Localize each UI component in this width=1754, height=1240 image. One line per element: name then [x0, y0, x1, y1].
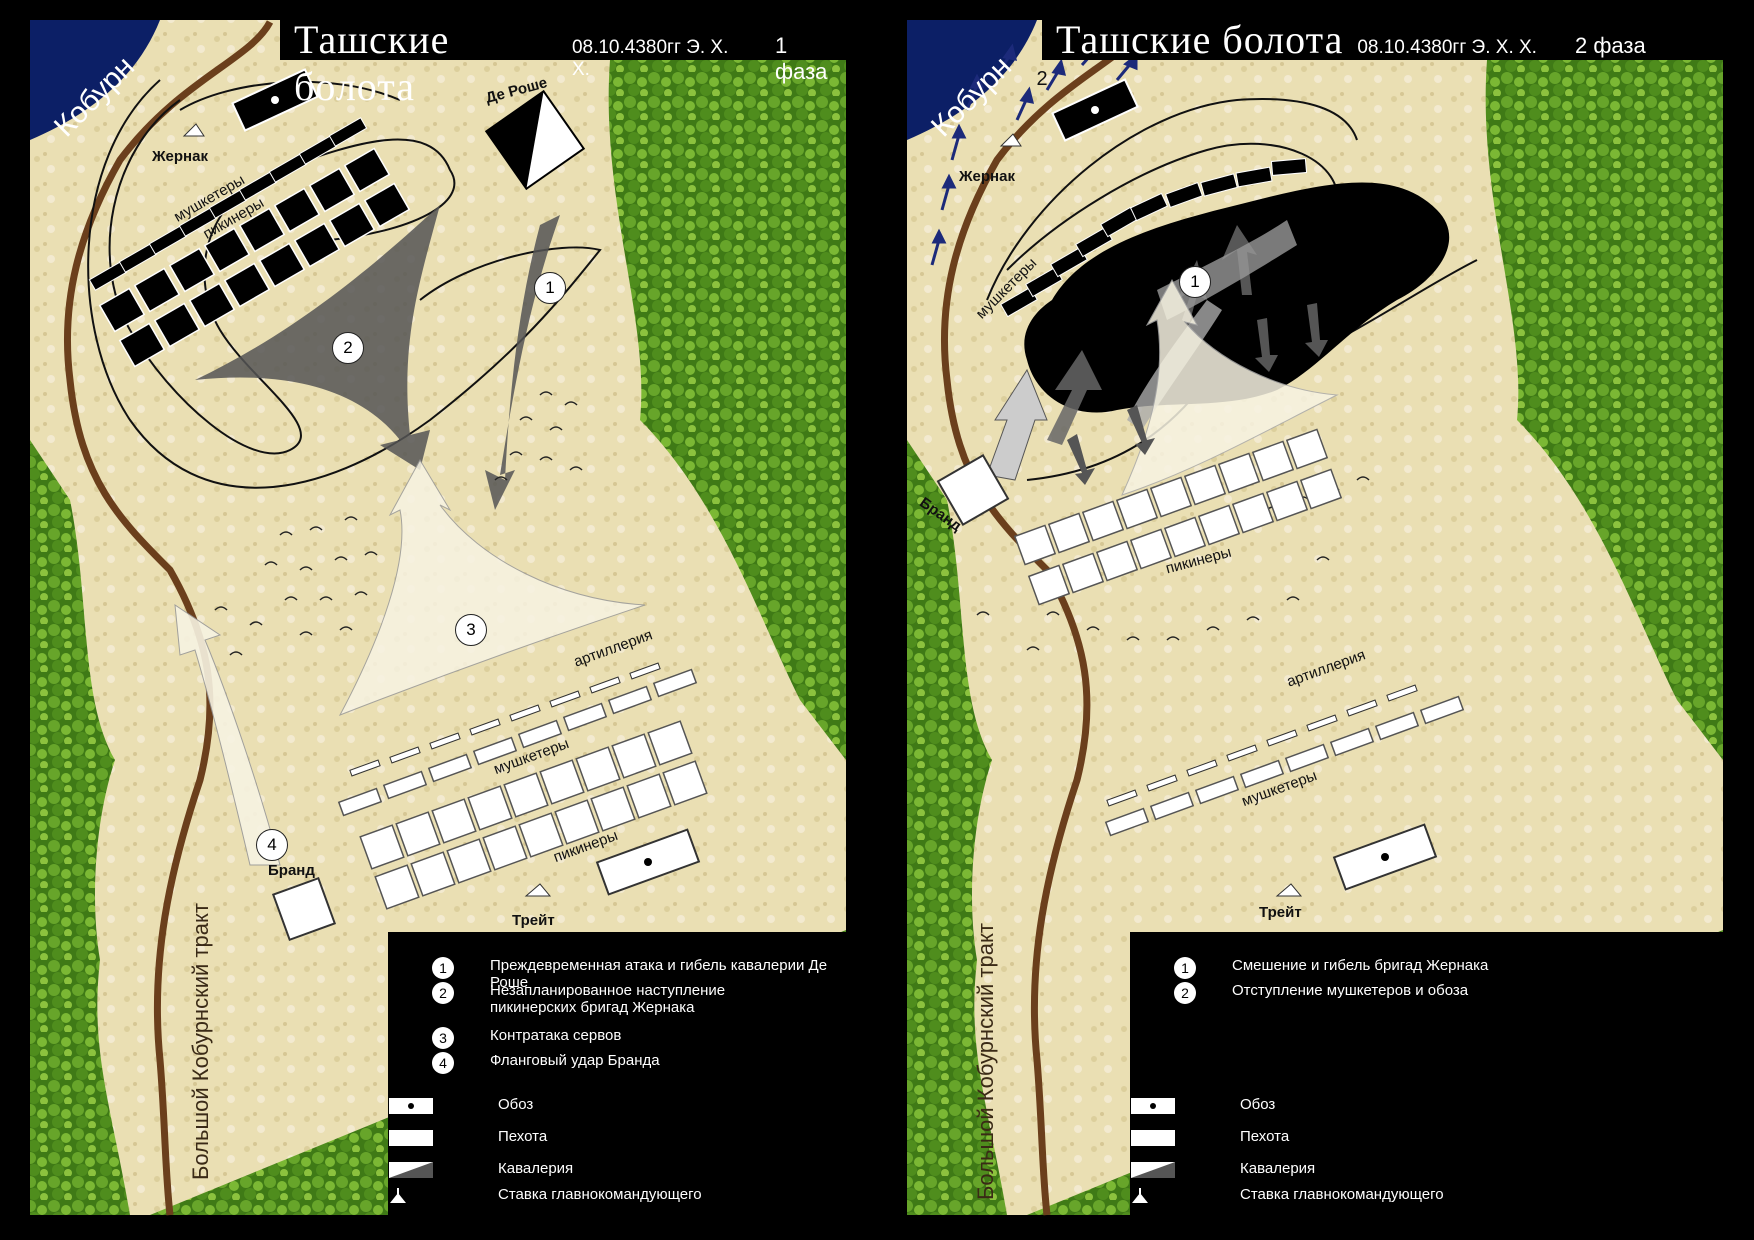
destroyed-brigades-mass: [1024, 182, 1450, 413]
treit-hq-icon: [524, 883, 552, 897]
road-line: [63, 20, 274, 1216]
enemy-musketeer-units: [88, 117, 368, 291]
baggage-symbol-icon: [389, 1098, 433, 1114]
map-phase: 2 фаза: [1574, 33, 1646, 58]
baggage-unit: [595, 828, 701, 896]
baggage-unit: [1332, 823, 1438, 891]
brand-advance-arrow: [986, 368, 1048, 481]
serfs-counterattack-arrow: [1121, 278, 1339, 496]
brand-unit: [936, 453, 1010, 527]
legend-item-2: 2 Незапланированное наступление пикинерс…: [432, 982, 812, 1016]
enemy-musketeer-units: [1000, 158, 1308, 318]
map-title-bar: Ташские болота 08.10.4380гг Э. Х. Х. 2 ф…: [1042, 12, 1742, 62]
legend-item-2: 2 Отступление мушкетеров и обоза: [1174, 982, 1468, 1004]
legend-item-1: 1 Смешение и гибель бригад Жернака: [1174, 957, 1488, 979]
legend-baggage-label: Обоз: [498, 1096, 534, 1113]
de-roche-cavalry-unit: [484, 89, 586, 191]
map-phase-1: [30, 20, 846, 1216]
pikemen-units: [359, 720, 708, 910]
road-label: Большой Кобурнский тракт: [973, 923, 998, 1200]
arrow-marker-2: 2: [1036, 67, 1048, 90]
arrow-marker-2: 2: [332, 332, 364, 364]
map-title-bar: Ташские болота 08.10.4380гг Э. Х. Х. 1 ф…: [280, 12, 854, 109]
legend-cavalry-label: Кавалерия: [498, 1160, 574, 1177]
enemy-baggage-unit: [1051, 78, 1139, 142]
pikemen-units: [1013, 428, 1343, 606]
legend-panel-1: 1 Преждевременная атака и гибель кавалер…: [388, 932, 846, 1215]
brand-label: Бранд: [268, 862, 315, 879]
treit-label: Трейт: [512, 912, 555, 929]
zhernak-hq-icon: [182, 123, 205, 137]
legend-item-1: 1 Преждевременная атака и гибель кавалер…: [432, 957, 846, 991]
falling-arrows: [1067, 303, 1328, 485]
map-title: Ташские болота: [1056, 17, 1344, 62]
map-date: 08.10.4380гг Э. Х. Х.: [1357, 37, 1537, 58]
arrow-marker-1: 1: [1179, 266, 1211, 298]
map-panel-phase-2: Кобурн Большой Кобурнский тракт Ташские …: [877, 0, 1754, 1240]
hq-symbol-icon: [390, 1188, 406, 1203]
enemy-pikemen-units: [98, 147, 411, 368]
road-label: Большой Кобурнский тракт: [188, 903, 213, 1180]
map-panel-phase-1: Кобурн Большой Кобурнский тракт Ташские …: [30, 12, 854, 1216]
legend-item-4: 4 Фланговый удар Бранда: [432, 1052, 660, 1074]
legend-cavalry-label: Кавалерия: [1240, 1160, 1316, 1177]
legend-infantry-label: Пехота: [498, 1128, 548, 1145]
contour-2: [986, 98, 1358, 301]
map-title: Ташские болота: [294, 17, 450, 109]
cavalry-symbol-icon: [389, 1162, 433, 1178]
enemy-baggage-unit: [231, 68, 319, 132]
legend-panel-2: 1 Смешение и гибель бригад Жернака 2 Отс…: [1130, 932, 1723, 1215]
map-date: 08.10.4380гг Э. Х. Х.: [571, 37, 729, 80]
legend-hq-label: Ставка главнокомандующего: [498, 1186, 702, 1203]
artillery-units: [349, 662, 661, 777]
musketeer-units: [337, 668, 698, 817]
serf-crowd-marks: [214, 391, 583, 656]
infantry-symbol-icon: [1131, 1130, 1175, 1146]
arrow-2-pikemen-advance: [195, 205, 440, 470]
musketeer-units: [1104, 695, 1465, 837]
arrow-marker-3: 3: [455, 614, 487, 646]
arrow-3-serfs-counterattack: [338, 458, 646, 716]
sea-area: [907, 20, 1037, 140]
zhernak-hq-icon: [999, 133, 1022, 147]
artillery-units: [1106, 684, 1418, 807]
map-phase: 1 фаза: [774, 33, 828, 84]
infantry-symbol-icon: [389, 1130, 433, 1146]
arrow-marker-4: 4: [256, 829, 288, 861]
arrow-1-de-roche-attack: [485, 215, 560, 510]
zhernak-label: Жернак: [152, 148, 208, 165]
legend-item-3: 3 Контратака сервов: [432, 1027, 621, 1049]
legend-hq-label: Ставка главнокомандующего: [1240, 1186, 1444, 1203]
legend-infantry-label: Пехота: [1240, 1128, 1290, 1145]
hq-symbol-icon: [1132, 1188, 1148, 1203]
zhernak-label: Жернак: [959, 168, 1015, 185]
legend-baggage-label: Обоз: [1240, 1096, 1276, 1113]
baggage-symbol-icon: [1131, 1098, 1175, 1114]
treit-hq-icon: [1275, 883, 1303, 897]
contour-2: [87, 79, 602, 489]
arrow-marker-1: 1: [534, 272, 566, 304]
arrow-4-brand-flank: [174, 603, 281, 866]
treit-label: Трейт: [1259, 904, 1302, 921]
brand-unit: [271, 876, 337, 942]
cavalry-symbol-icon: [1131, 1162, 1175, 1178]
sea-area: [30, 20, 160, 140]
